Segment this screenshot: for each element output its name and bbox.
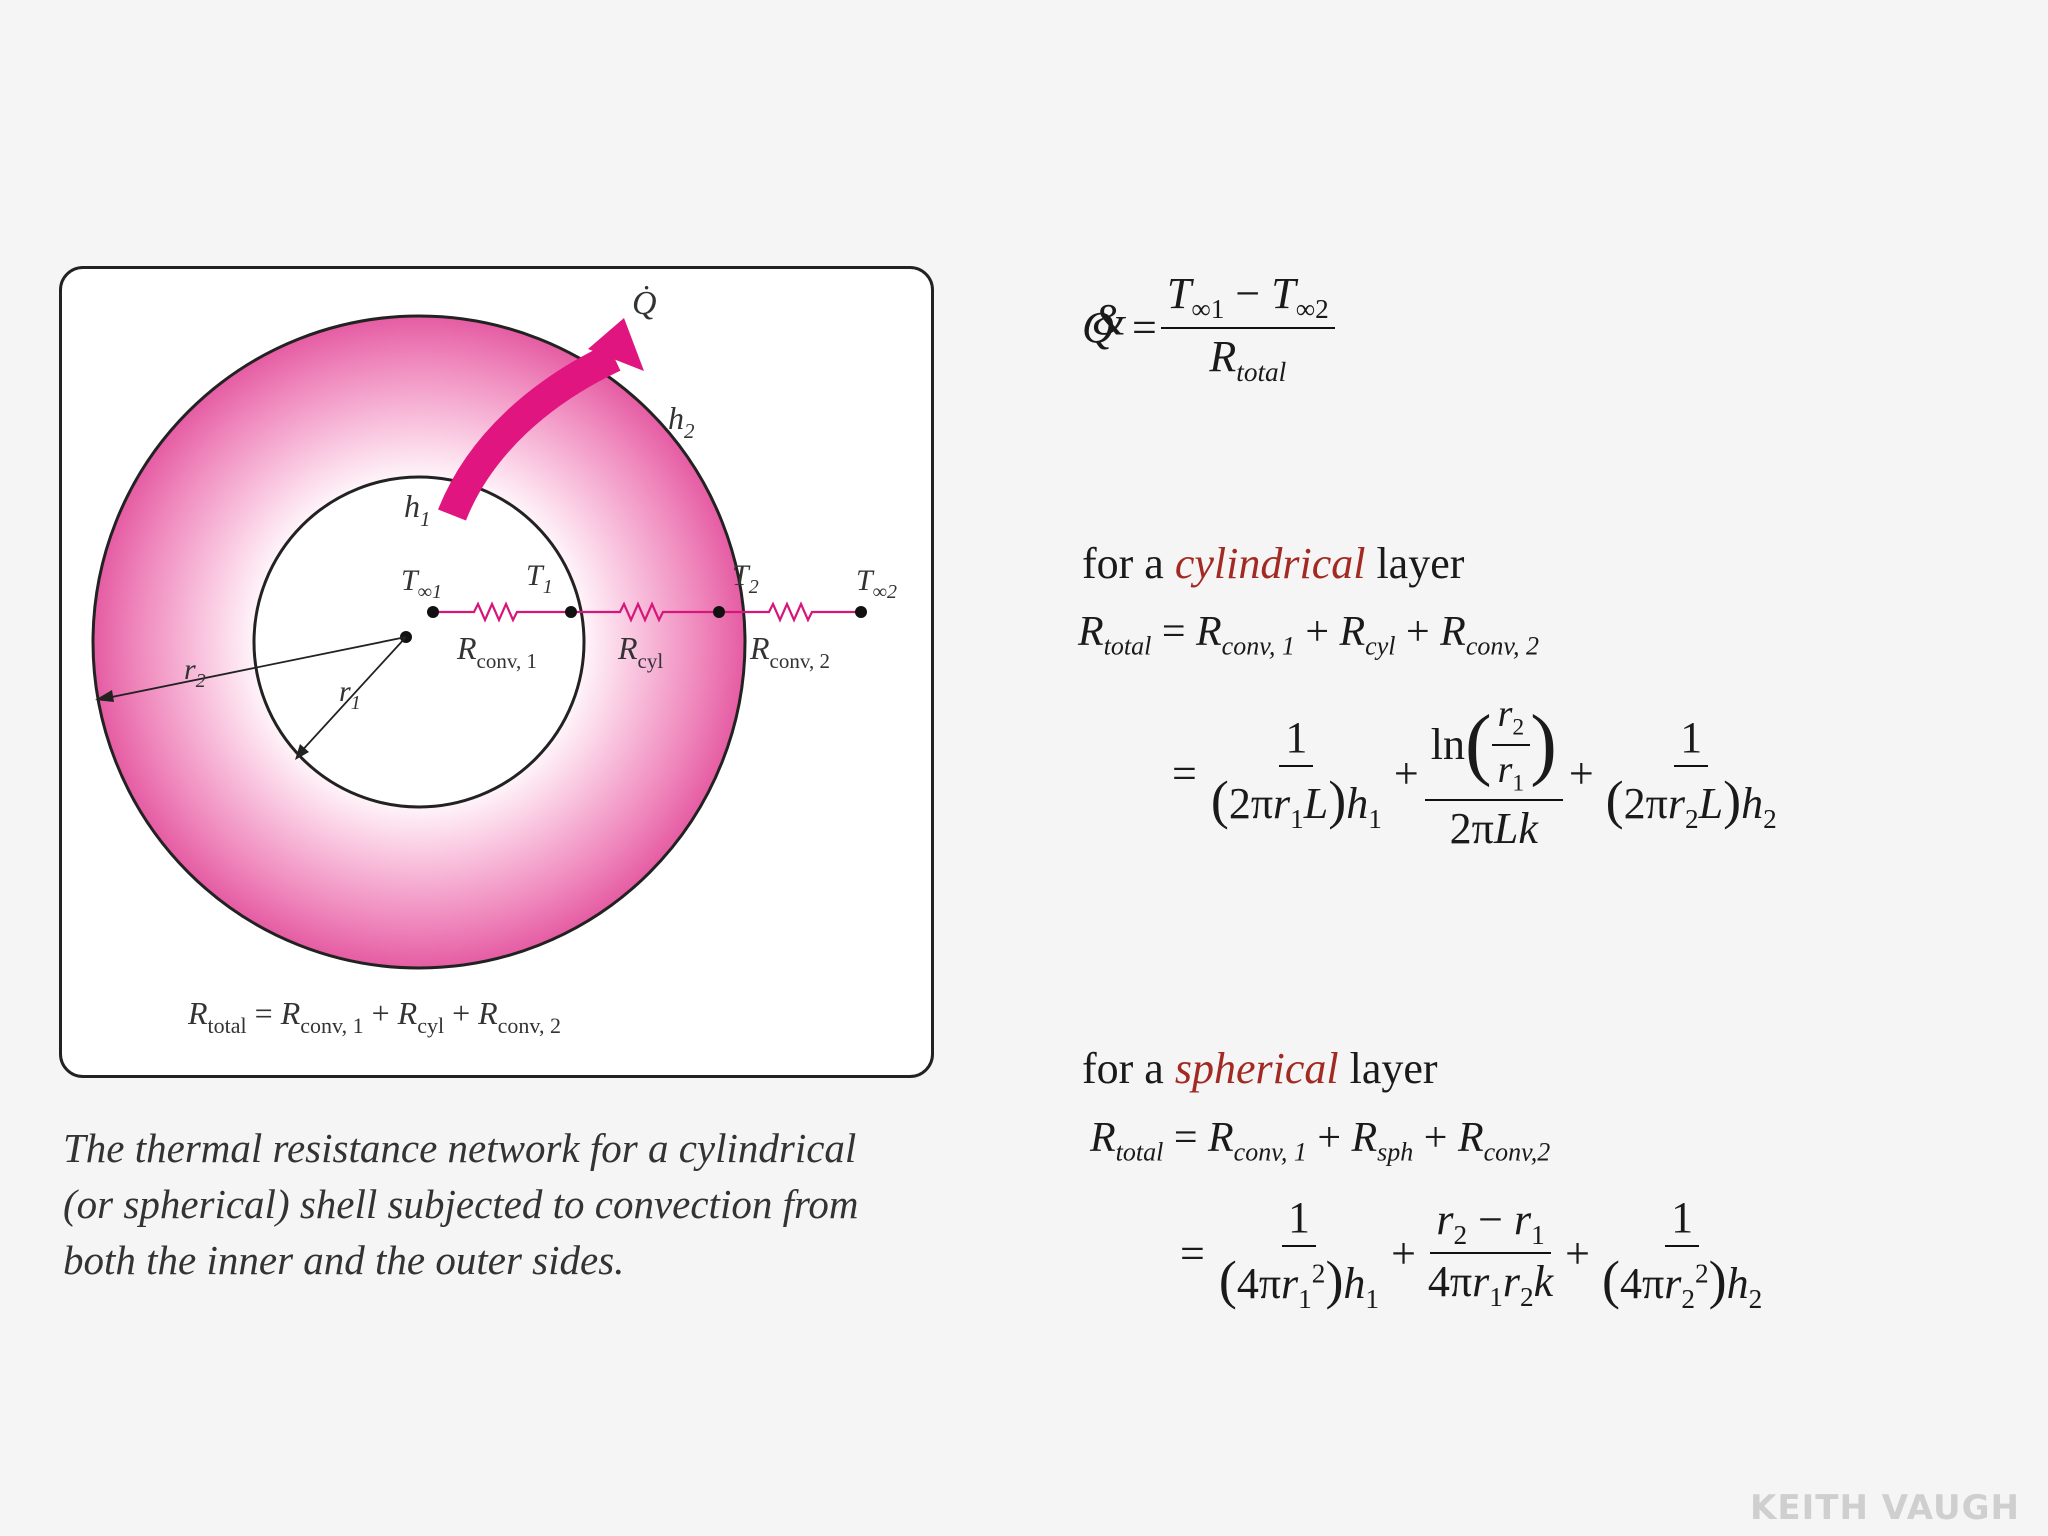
author-watermark: KEITH VAUGH [1750, 1488, 2020, 1528]
r1-label: r1 [339, 675, 361, 714]
r-cyl-label: Rcyl [617, 630, 663, 673]
t2-label: T2 [732, 559, 759, 598]
inner-surface [252, 475, 586, 809]
heat-rate-fraction: T∞1 − T∞2 Rtotal [1160, 268, 1335, 388]
cylinder-diagram: Q̇ h2 h1 T∞1 T1 T2 T∞2 Rconv, 1 Rcyl Rco… [91, 285, 897, 1038]
sph-conv1-fraction: 1 (4πr12)h1 [1218, 1193, 1380, 1314]
q-dot-label: Q̇ [632, 285, 657, 322]
resistance-network [433, 601, 861, 623]
cyl-conv2-fraction: 1 (2πr2L)h2 [1605, 712, 1777, 834]
figure-total-equation: Rtotal = Rconv, 1 + Rcyl + Rconv, 2 [187, 995, 561, 1038]
heat-rate-equation: Q & = T∞1 − T∞2 Rtotal [1082, 268, 1335, 388]
spherical-sum-equation: Rtotal = Rconv, 1 + Rsph + Rconv,2 [1090, 1115, 1551, 1167]
cylindrical-keyword: cylindrical [1174, 539, 1366, 588]
r2-label: r2 [184, 653, 206, 692]
cylindrical-sum-equation: Rtotal = Rconv, 1 + Rcyl + Rconv, 2 [1078, 609, 1539, 661]
h2-label: h2 [668, 400, 695, 443]
sph-conv2-fraction: 1 (4πr22)h2 [1602, 1193, 1763, 1314]
t1-label: T1 [526, 559, 553, 598]
node-t2 [713, 606, 725, 618]
r-conv2-label: Rconv, 2 [749, 630, 830, 673]
t-inf1-label: T∞1 [401, 564, 442, 603]
r2-arrowhead [95, 690, 114, 702]
spherical-heading: for a spherical layer [1082, 1044, 1438, 1093]
figure-caption: The thermal resistance network for a cyl… [63, 1120, 963, 1288]
spherical-expanded-equation: = 1 (4πr12)h1 + r2 − r1 4πr1r2k + 1 (4πr… [1180, 1192, 1768, 1315]
node-t1 [565, 606, 577, 618]
r1-arrowhead [295, 744, 309, 760]
h1-label: h1 [404, 488, 431, 531]
node-t-inf1 [427, 606, 439, 618]
caption-line: The thermal resistance network for a cyl… [63, 1125, 857, 1171]
heat-rate-denominator: Rtotal [1209, 331, 1287, 387]
heat-flow-arrow [438, 318, 644, 521]
r1-radius-line [297, 636, 407, 756]
figure-panel: Q̇ h2 h1 T∞1 T1 T2 T∞2 Rconv, 1 Rcyl Rco… [59, 266, 934, 1078]
caption-line: both the inner and the outer sides. [63, 1237, 625, 1283]
heat-rate-numerator: T∞1 − T∞2 [1160, 268, 1335, 329]
t-inf2-label: T∞2 [856, 564, 897, 603]
node-t-inf2 [855, 606, 867, 618]
sph-conduction-fraction: r2 − r1 4πr1r2k [1427, 1194, 1554, 1313]
cyl-conv1-fraction: 1 (2πr1L)h1 [1210, 712, 1382, 834]
r-conv1-label: Rconv, 1 [456, 630, 537, 673]
q-dot-symbol: Q & [1082, 294, 1127, 352]
caption-line: (or spherical) shell subjected to convec… [63, 1181, 859, 1227]
cylindrical-heading: for a cylindrical layer [1082, 539, 1465, 588]
spherical-keyword: spherical [1174, 1044, 1339, 1093]
heat-rate-equals: = [1132, 303, 1157, 353]
r2-radius-line [101, 636, 407, 700]
